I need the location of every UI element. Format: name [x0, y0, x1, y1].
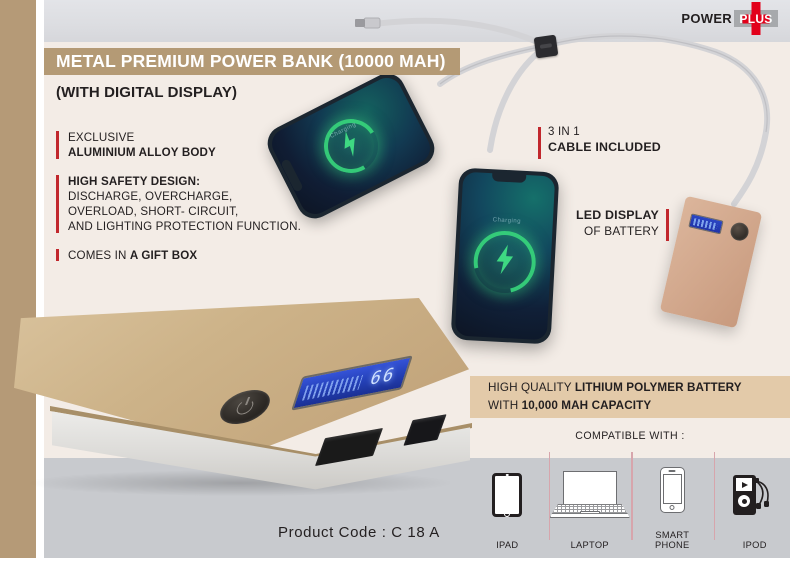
cable-junction-block: [533, 34, 559, 59]
brand-name-plus: PLUS: [739, 11, 773, 26]
phone-screen: Charging: [454, 171, 556, 341]
feature-line: COMES IN A GIFT BOX: [68, 248, 356, 263]
feature-line: DISCHARGE, OVERCHARGE,: [68, 189, 233, 203]
play-triangle-icon: [741, 481, 748, 488]
callout-line-2: OF BATTERY: [584, 224, 659, 238]
compat-label: LAPTOP: [570, 540, 609, 551]
cross-horizontal-icon: [742, 14, 770, 23]
product-code: Product Code : C 18 A: [278, 524, 440, 541]
callout-led-display: LED DISPLAY OF BATTERY: [576, 208, 669, 241]
phone-notch: [491, 172, 527, 183]
right-white-gutter: [790, 0, 800, 566]
spec-bold: LITHIUM POLYMER BATTERY: [574, 381, 742, 395]
lcd-segments: [692, 218, 718, 231]
lightning-bolt-icon: [336, 128, 366, 164]
brand-plus-badge: PLUS: [734, 2, 778, 35]
feature-line: HIGH SAFETY DESIGN:: [68, 174, 201, 188]
callout-line-1: LED DISPLAY: [576, 208, 659, 222]
feature-item-gift-box: COMES IN A GIFT BOX: [56, 248, 356, 263]
lightning-bolt-icon: [493, 244, 516, 280]
feature-item-safety: HIGH SAFETY DESIGN: DISCHARGE, OVERCHARG…: [56, 174, 356, 235]
header-background: [44, 0, 790, 42]
feature-line: EXCLUSIVE: [68, 131, 135, 144]
compat-item-ipod: IPOD: [713, 450, 797, 555]
callout-line-1: 3 IN 1: [548, 126, 580, 138]
callout-line-2: CABLE INCLUDED: [548, 140, 661, 154]
feature-item-aluminium: EXCLUSIVE ALUMINIUM ALLOY BODY: [56, 130, 356, 161]
battery-spec-band: HIGH QUALITY LITHIUM POLYMER BATTERY WIT…: [470, 376, 790, 418]
brand-name-power: POWER: [681, 11, 732, 26]
compat-label: IPOD: [742, 540, 767, 551]
compat-item-laptop: LAPTOP: [548, 450, 632, 555]
page-subtitle: (WITH DIGITAL DISPLAY): [56, 84, 238, 101]
ipod-shape: [732, 473, 777, 517]
power-button-small: [728, 220, 751, 243]
earphones-icon: [753, 478, 769, 510]
ipod-icon: [732, 450, 777, 540]
feature-line: ALUMINIUM ALLOY BODY: [68, 146, 216, 160]
battery-spec-line-1: HIGH QUALITY LITHIUM POLYMER BATTERY: [488, 379, 790, 397]
left-white-gutter: [36, 0, 44, 566]
ipod-click-wheel: [738, 495, 751, 508]
page-title-band: METAL PREMIUM POWER BANK (10000 MAH): [44, 48, 460, 75]
smartphone-shape: [659, 466, 685, 513]
laptop-icon: [549, 450, 630, 540]
laptop-screen: [562, 471, 617, 506]
page-title: METAL PREMIUM POWER BANK (10000 MAH): [56, 51, 446, 71]
smartphone-charging-vertical: Charging: [450, 167, 560, 345]
left-frame-stripe: [0, 0, 36, 566]
smartphone-icon: [659, 450, 685, 530]
phone-speaker: [668, 470, 676, 472]
feature-text-bold: A GIFT BOX: [129, 248, 198, 262]
compat-label-line2: PHONE: [654, 540, 690, 551]
tablet-shape: [492, 473, 523, 518]
compat-item-ipad: IPAD: [466, 450, 549, 555]
lcd-bar-segments: [301, 374, 364, 401]
feature-list: EXCLUSIVE ALUMINIUM ALLOY BODY HIGH SAFE…: [56, 130, 356, 276]
phone-home-button: [669, 505, 675, 511]
smartphone-charging-tilted: Charging: [261, 67, 441, 225]
laptop-base: [549, 513, 630, 519]
spec-bold: 10,000 MAH CAPACITY: [521, 399, 652, 412]
spec-plain: WITH: [488, 399, 522, 412]
compatible-with-title: COMPATIBLE WITH :: [575, 430, 685, 442]
compat-label-line1: SMART: [655, 529, 690, 540]
bottom-white-gutter: [0, 558, 800, 566]
tablet-icon: [492, 450, 523, 540]
compat-label: IPAD: [496, 540, 519, 551]
lcd-value: 66: [367, 364, 399, 391]
phone-screen: [662, 473, 682, 504]
feature-text-plain: COMES IN: [68, 248, 130, 262]
feature-line: AND LIGHTING PROTECTION FUNCTION.: [68, 220, 301, 234]
battery-spec-line-2: WITH 10,000 MAH CAPACITY: [488, 397, 790, 415]
spec-plain: HIGH QUALITY: [488, 381, 575, 395]
brand-logo: POWER PLUS: [681, 2, 778, 35]
phone-screen: Charging: [266, 72, 436, 220]
led-display-small: [688, 213, 724, 235]
callout-cable-included: 3 IN 1 CABLE INCLUDED: [538, 126, 661, 159]
laptop-shape: [549, 471, 630, 519]
feature-line: OVERLOAD, SHORT- CIRCUIT,: [68, 205, 239, 219]
